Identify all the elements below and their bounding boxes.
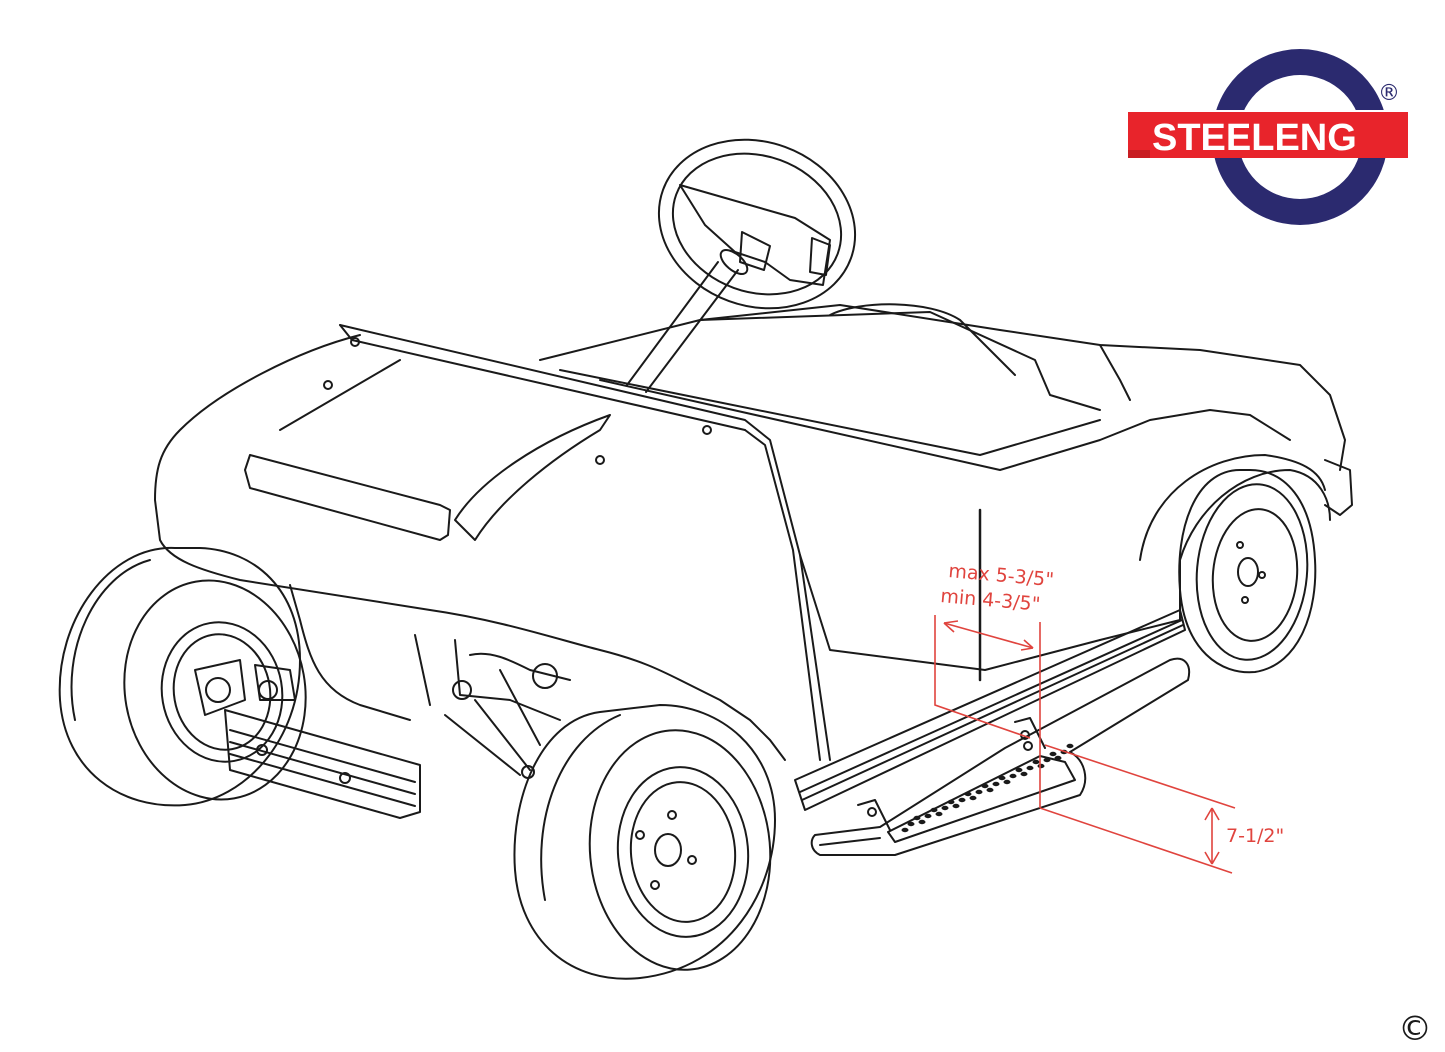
step-hole: [941, 805, 949, 811]
step-hole: [981, 783, 989, 789]
body-side-panel: [799, 454, 1331, 682]
step-hole: [1020, 771, 1028, 777]
steeleng-logo: STEELENG ®: [1128, 49, 1408, 225]
step-hole: [998, 775, 1006, 781]
far-front-wheel: [1178, 469, 1317, 674]
step-hole: [1049, 751, 1057, 757]
step-hole: [913, 815, 921, 821]
step-hole: [901, 827, 909, 833]
step-hole: [1043, 757, 1051, 763]
step-hole: [935, 811, 943, 817]
running-board: [794, 609, 1186, 811]
step-hole: [992, 781, 1000, 787]
step-hole: [964, 791, 972, 797]
min-dimension-label: min 4-3/5": [940, 585, 1042, 616]
side-step-bar: [810, 657, 1190, 856]
step-hole: [975, 789, 983, 795]
logo-text: STEELENG: [1152, 117, 1357, 159]
seat-body: [539, 303, 1353, 516]
step-hole: [1015, 767, 1023, 773]
copyright-symbol: ©: [1398, 1009, 1432, 1049]
step-hole: [918, 819, 926, 825]
step-hole: [924, 813, 932, 819]
height-dimension-label: 7-1/2": [1226, 825, 1284, 847]
front-hood: [154, 324, 831, 761]
chassis-suspension: [254, 584, 571, 779]
step-hole: [1026, 765, 1034, 771]
near-rear-wheel: [513, 704, 776, 980]
step-hole: [1037, 763, 1045, 769]
step-hole: [930, 807, 938, 813]
step-hole: [1003, 779, 1011, 785]
step-hole: [952, 803, 960, 809]
dimension-lines: [934, 615, 1236, 874]
step-hole: [1054, 755, 1062, 761]
step-hole: [947, 799, 955, 805]
step-hole: [1032, 759, 1040, 765]
step-hole: [1066, 743, 1074, 749]
step-hole: [986, 787, 994, 793]
registered-mark: ®: [1378, 81, 1400, 106]
step-hole: [907, 821, 915, 827]
step-hole: [969, 795, 977, 801]
steering-wheel: [657, 138, 857, 310]
step-hole: [958, 797, 966, 803]
steering-column: [626, 249, 749, 393]
rear-bumper: [224, 709, 421, 819]
rear-left-wheel: [58, 546, 307, 807]
step-hole: [1009, 773, 1017, 779]
